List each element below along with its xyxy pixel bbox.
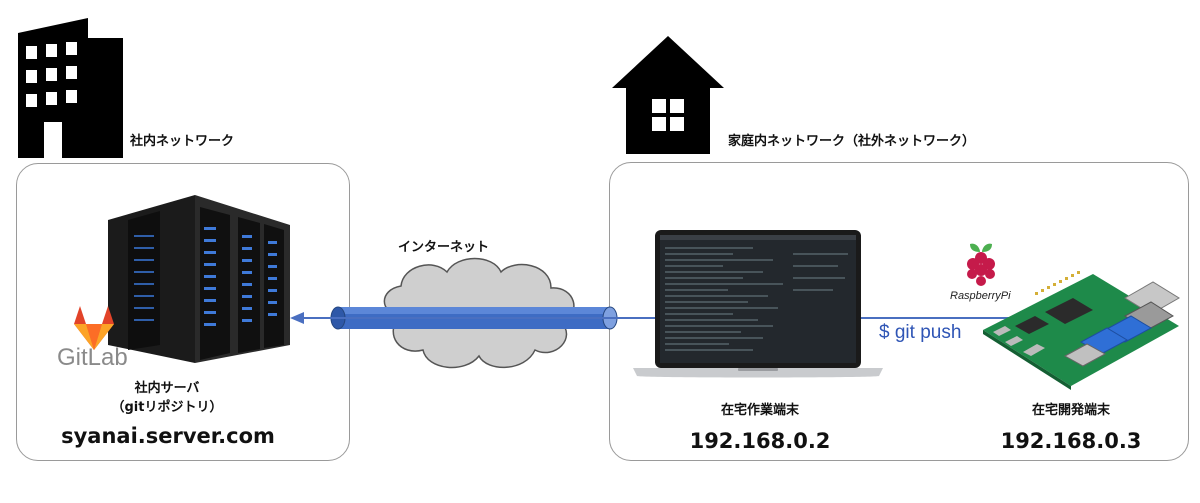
server-subtitle: （gitリポジトリ） xyxy=(111,400,223,415)
git-push-command: $ git push xyxy=(879,322,962,343)
laptop-ip: 192.168.0.2 xyxy=(689,429,831,453)
pi-ip: 192.168.0.3 xyxy=(1000,429,1142,453)
gitlab-wordmark: GitLab xyxy=(57,344,128,371)
laptop-image xyxy=(633,230,883,378)
home-network-label: 家庭内ネットワーク（社外ネットワーク） xyxy=(728,134,976,149)
laptop-label: 在宅作業端末 xyxy=(720,403,799,418)
server-title: 社内サーバ xyxy=(134,381,200,396)
server-rack-image xyxy=(108,195,290,363)
pi-label: 在宅開発端末 xyxy=(1031,403,1110,418)
internet-label: インターネット xyxy=(398,240,490,255)
office-building-icon xyxy=(18,18,123,158)
gitlab-fox-icon xyxy=(74,306,114,350)
house-icon xyxy=(612,36,724,154)
raspberry-pi-board-image xyxy=(983,271,1180,390)
raspberry-pi-logo-icon xyxy=(967,243,995,286)
office-network-label: 社内ネットワーク xyxy=(130,134,235,149)
server-hostname: syanai.server.com xyxy=(61,424,275,448)
raspberry-pi-brand: RaspberryPi xyxy=(950,290,1011,302)
